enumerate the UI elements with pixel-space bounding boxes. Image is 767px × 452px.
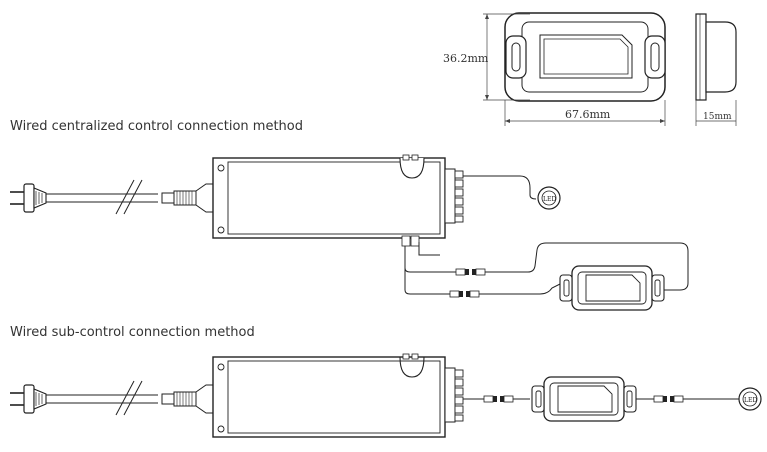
led-sensor-label-2: LED bbox=[744, 397, 757, 404]
receiver-module-2 bbox=[531, 376, 637, 422]
module-side-view bbox=[695, 13, 737, 126]
caption-sub-control: Wired sub-control connection method bbox=[10, 325, 255, 340]
mains-plug-2 bbox=[9, 384, 47, 414]
receiver-module-1 bbox=[559, 265, 665, 311]
led-sensor-label-1: LED bbox=[543, 196, 556, 203]
depth-label: 15mm bbox=[703, 112, 732, 122]
width-label: 67.6mm bbox=[565, 108, 611, 121]
height-label: 36.2mm bbox=[443, 52, 489, 65]
mains-plug-1 bbox=[9, 183, 47, 213]
width-dimension bbox=[504, 100, 666, 126]
module-top-view bbox=[504, 12, 666, 102]
height-dimension bbox=[483, 13, 530, 101]
centralized-diagram: LED bbox=[9, 154, 689, 311]
caption-centralized: Wired centralized control connection met… bbox=[10, 119, 304, 134]
sub-control-diagram: LED bbox=[9, 353, 762, 438]
